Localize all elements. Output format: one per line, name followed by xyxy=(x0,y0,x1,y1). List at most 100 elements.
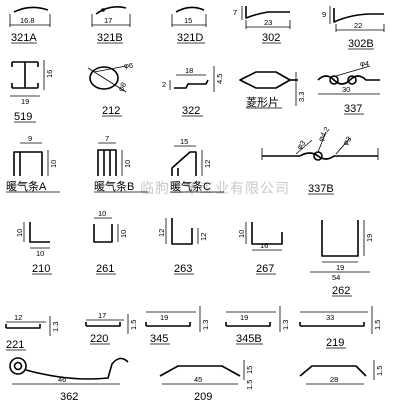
dim-321a-width: 16.8 xyxy=(20,16,35,25)
part-302: 7 23 302 xyxy=(233,6,291,44)
caption-337: 337 xyxy=(344,103,362,115)
part-bottom-right: 28 1.5 xyxy=(299,360,384,385)
dim-220-thickness: 1.5 xyxy=(129,320,138,330)
caption-519: 519 xyxy=(14,111,32,123)
dim-519-height: 16 xyxy=(45,70,54,78)
dim-209-length: 45 xyxy=(194,375,202,384)
part-262: 19 19 54 262 xyxy=(310,220,374,297)
caption-362: 362 xyxy=(60,391,78,400)
caption-345b: 345B xyxy=(236,333,262,345)
dim-210-height: 10 xyxy=(15,229,24,237)
dim-263-right: 12 xyxy=(199,233,208,241)
caption-263: 263 xyxy=(174,263,192,275)
dim-321b-width: 17 xyxy=(104,16,112,25)
dim-bottom-right-length: 28 xyxy=(330,375,338,384)
part-321a: 16.8 321A xyxy=(9,6,51,44)
part-radiator-strip-a: 9 10 暖气条A xyxy=(6,134,60,193)
part-212: φ6 φ8 212 xyxy=(87,61,133,117)
caption-321a: 321A xyxy=(11,32,37,44)
dim-345b-width: 19 xyxy=(240,313,248,322)
dim-337b-hole-right: φ3 xyxy=(341,135,354,148)
caption-212: 212 xyxy=(102,105,120,117)
caption-321d: 321D xyxy=(177,32,203,44)
part-diamond-plate: 3.3 菱形片 xyxy=(239,71,306,109)
part-302b: 9 22 302B xyxy=(322,6,385,50)
caption-220: 220 xyxy=(90,333,108,345)
caption-322: 322 xyxy=(182,105,200,117)
part-221: 12 1.3 221 xyxy=(5,313,60,351)
dim-bottom-right-thickness: 1.5 xyxy=(375,366,384,376)
dim-209-thickness: 1.5 xyxy=(245,380,254,390)
dim-267-height: 10 xyxy=(237,230,246,238)
caption-strip-c: 暖气条C xyxy=(170,179,211,193)
dim-strip-c-height: 12 xyxy=(203,160,212,168)
dim-267-width: 16 xyxy=(260,241,268,250)
dim-262-length: 54 xyxy=(332,273,340,282)
dim-302b-height: 9 xyxy=(322,10,326,19)
dim-337b-hole-center: φ4.2 xyxy=(316,125,331,143)
dim-345b-thickness: 1.3 xyxy=(281,320,290,330)
caption-302: 302 xyxy=(262,32,280,44)
caption-strip-b: 暖气条B xyxy=(94,179,134,193)
dim-302-height: 7 xyxy=(233,8,237,17)
caption-261: 261 xyxy=(96,263,114,275)
part-362: 46 362 xyxy=(9,357,129,400)
caption-221: 221 xyxy=(6,339,24,351)
part-321d: 15 321D xyxy=(171,6,207,44)
dim-221-thickness: 1.3 xyxy=(51,322,60,332)
dim-322-length: 18 xyxy=(185,66,193,75)
caption-219: 219 xyxy=(326,337,344,349)
dim-209-height: 15 xyxy=(245,366,254,374)
caption-210: 210 xyxy=(32,263,50,275)
caption-302b: 302B xyxy=(348,38,374,50)
dim-261-width: 10 xyxy=(98,209,106,218)
part-209: 45 15 1.5 209 xyxy=(159,360,254,400)
part-220: 17 1.5 220 xyxy=(85,311,138,345)
dim-322-tab: 2 xyxy=(162,80,166,89)
dim-221-width: 12 xyxy=(14,313,22,322)
part-radiator-strip-c: 15 12 暖气条C xyxy=(170,137,224,193)
dim-337-hole: φ4 xyxy=(360,59,369,68)
dim-219-thickness: 1.5 xyxy=(373,320,382,330)
caption-262: 262 xyxy=(332,285,350,297)
dim-337-length: 30 xyxy=(342,85,350,94)
caption-267: 267 xyxy=(256,263,274,275)
dim-362-length: 46 xyxy=(58,375,66,384)
dim-321d-width: 15 xyxy=(184,16,192,25)
dim-strip-b-height: 10 xyxy=(123,160,132,168)
dim-519-width: 19 xyxy=(21,97,29,106)
dim-322-height: 4.5 xyxy=(215,74,224,84)
dim-212-outer: φ8 xyxy=(116,81,128,93)
dim-strip-c-width: 15 xyxy=(180,137,188,146)
part-267: 10 16 267 xyxy=(237,222,283,275)
dim-263-left: 12 xyxy=(157,229,166,237)
dim-345-width: 19 xyxy=(160,313,168,322)
caption-209: 209 xyxy=(194,391,212,400)
dim-262-height: 19 xyxy=(365,234,374,242)
dim-302-width: 23 xyxy=(264,18,272,27)
dim-219-width: 33 xyxy=(326,313,334,322)
part-322: 18 2 4.5 322 xyxy=(162,66,224,117)
dim-212-inner: φ6 xyxy=(124,61,133,70)
caption-337b: 337B xyxy=(308,183,334,195)
part-210: 10 10 210 xyxy=(15,222,52,275)
dim-262-width: 19 xyxy=(336,263,344,272)
caption-strip-a: 暖气条A xyxy=(6,179,47,193)
part-337: φ4 30 337 xyxy=(317,59,380,115)
part-219: 33 1.5 219 xyxy=(299,306,382,349)
part-519: 16 19 519 xyxy=(10,60,54,123)
dim-strip-a-width: 9 xyxy=(28,134,32,143)
dim-345-thickness: 1.3 xyxy=(201,320,210,330)
company-watermark: 临朐三禾工业有限公司 xyxy=(140,180,290,196)
dim-diamond-plate: 3.3 xyxy=(297,92,306,102)
dim-337b-hole-left: φ3 xyxy=(295,139,308,152)
dim-210-width: 10 xyxy=(36,249,44,258)
part-345: 19 1.3 345 xyxy=(145,306,210,345)
part-321b: 17 321B xyxy=(91,6,131,44)
dim-261-height: 10 xyxy=(119,230,128,238)
dim-strip-b-width: 7 xyxy=(105,134,109,143)
caption-diamond-plate: 菱形片 xyxy=(246,96,279,109)
part-261: 10 10 261 xyxy=(93,209,128,275)
part-345b: 19 1.3 345B xyxy=(225,306,290,345)
